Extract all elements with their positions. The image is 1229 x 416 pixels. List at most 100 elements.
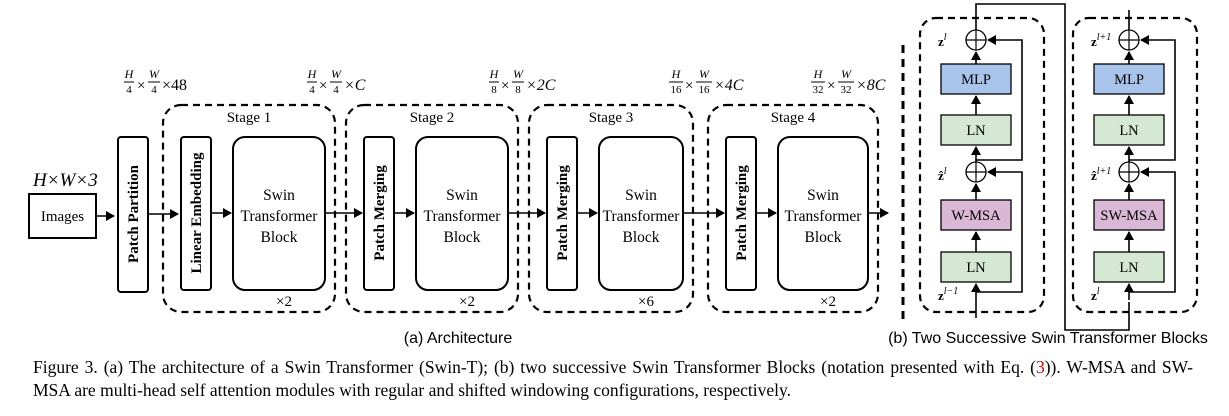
dims-label: H4×W4×C — [307, 67, 366, 96]
stage-3: Stage 3 Patch Merging SwinTransformerBlock… — [527, 103, 725, 314]
swin-block-label: Swin — [263, 187, 295, 204]
stage-label: Stage 4 — [771, 110, 816, 126]
svg-text:H: H — [307, 67, 318, 81]
svg-text:H: H — [671, 67, 682, 81]
swin-block-label: Swin — [625, 187, 657, 204]
stage-container — [706, 103, 880, 314]
stage-label: Stage 3 — [589, 110, 634, 126]
svg-text:W: W — [841, 67, 852, 81]
svg-text:×C: ×C — [344, 77, 366, 94]
dims-label: H16×W16×4C — [669, 67, 744, 96]
images-label: Images — [41, 209, 84, 225]
svg-text:×: × — [319, 78, 327, 94]
z-input-label: zl−1 — [938, 286, 958, 303]
svg-text:W: W — [513, 67, 524, 81]
caption-two-blocks: (b) Two Successive Swin Transformer Bloc… — [888, 330, 1208, 347]
svg-text:H: H — [813, 67, 824, 81]
swin-block-label: Block — [622, 229, 659, 246]
svg-text:4: 4 — [309, 84, 315, 96]
z-hat-label: ẑl — [938, 166, 947, 183]
swin-block-label: Swin — [446, 187, 478, 204]
swin-block-label: Transformer — [424, 208, 502, 225]
w-msa-box-label: W-MSA — [951, 208, 1001, 224]
svg-text:8: 8 — [515, 84, 521, 96]
patch-partition-label: Patch Partition — [126, 164, 142, 263]
swin-block-label: Transformer — [785, 208, 863, 225]
svg-text:W: W — [149, 67, 160, 81]
stage-repeat-label: ×2 — [276, 294, 292, 310]
swin-block-1: MLP LN W-MSA LN zl ẑl zl−1 — [918, 16, 1046, 314]
block-container — [1071, 16, 1199, 314]
svg-text:4: 4 — [151, 84, 157, 96]
svg-text:H: H — [124, 67, 135, 81]
svg-text:×: × — [137, 78, 145, 94]
svg-text:×4C: ×4C — [714, 77, 744, 94]
z-input-label: zl — [1091, 286, 1100, 303]
swin-block-label: Transformer — [603, 208, 681, 225]
mlp-box — [940, 63, 1012, 95]
swin-block-label: Swin — [807, 187, 839, 204]
dims-label: H32×W32×8C — [811, 67, 886, 96]
svg-text:×48: ×48 — [162, 77, 187, 94]
figure-caption-part1: Figure 3. (a) The architecture of a Swin… — [33, 357, 1036, 377]
stage-2: Stage 2 Patch Merging SwinTransformerBlock… — [344, 103, 546, 314]
svg-text:4: 4 — [333, 84, 339, 96]
ln-box-bottom-label: LN — [966, 260, 986, 276]
z-output-label: zl — [938, 32, 947, 49]
images-box — [28, 193, 97, 239]
stage-label: Stage 1 — [227, 110, 272, 126]
mlp-box-label: MLP — [1114, 72, 1144, 88]
svg-text:×2C: ×2C — [526, 77, 556, 94]
ln-box-bottom-label: LN — [1119, 260, 1139, 276]
caption-architecture: (a) Architecture — [404, 330, 513, 347]
ln-box-bottom — [1093, 251, 1165, 283]
figure-caption: Figure 3. (a) The architecture of a Swin… — [33, 356, 1193, 402]
stage-repeat-label: ×2 — [459, 294, 475, 310]
swin-architecture-diagram: H×W×3 Images Patch Partition H 4 × W 4 ×… — [28, 3, 1208, 347]
dims-label: H8×W8×2C — [489, 67, 556, 96]
svg-text:W: W — [699, 67, 710, 81]
figure-caption-part2: )). W-MSA and SW-MSA are multi-head self… — [33, 357, 1193, 400]
residual-skip-lower — [976, 167, 1023, 293]
stage-container — [344, 103, 520, 314]
stage-container — [161, 103, 337, 314]
svg-text:×8C: ×8C — [856, 77, 886, 94]
stage-label: Stage 2 — [410, 110, 455, 126]
svg-text:×: × — [501, 78, 509, 94]
residual-skip-lower — [1129, 167, 1176, 293]
patch-merging-label: Patch Merging — [372, 165, 388, 261]
mlp-box-label: MLP — [961, 72, 991, 88]
dims-after-partition: H 4 × W 4 ×48 — [124, 67, 187, 96]
stage-repeat-label: ×6 — [638, 294, 654, 310]
svg-text:×: × — [827, 78, 835, 94]
swin-block-label: Block — [804, 229, 841, 246]
svg-text:32: 32 — [841, 84, 852, 96]
ln-box-top-label: LN — [966, 123, 986, 139]
equation-reference-link[interactable]: 3 — [1035, 357, 1045, 377]
swin-block-label: Block — [443, 229, 480, 246]
sw-msa-box-label: SW-MSA — [1100, 208, 1158, 224]
patch-merging-label: Patch Merging — [555, 165, 571, 261]
ln-box-top — [940, 114, 1012, 146]
svg-text:16: 16 — [671, 84, 683, 96]
stage-repeat-label: ×2 — [820, 294, 836, 310]
svg-text:32: 32 — [813, 84, 824, 96]
swin-block-2: MLP LN SW-MSA LN zl+1 ẑl+1 zl — [1071, 16, 1199, 314]
swin-block-label: Transformer — [241, 208, 319, 225]
z-output-label: zl+1 — [1091, 32, 1111, 49]
input-dims-label: H×W×3 — [32, 170, 98, 191]
stage-container — [527, 103, 695, 314]
linear-embedding-label: Linear Embedding — [189, 152, 205, 274]
svg-text:H: H — [489, 67, 500, 81]
ln-box-top-label: LN — [1119, 123, 1139, 139]
residual-skip-upper — [1129, 35, 1176, 161]
ln-box-top — [1093, 114, 1165, 146]
inter-block-connection — [975, 3, 1130, 331]
residual-skip-upper — [976, 35, 1023, 161]
svg-text:4: 4 — [126, 84, 132, 96]
z-hat-label: ẑl+1 — [1091, 166, 1111, 183]
w-msa-box — [940, 199, 1012, 231]
